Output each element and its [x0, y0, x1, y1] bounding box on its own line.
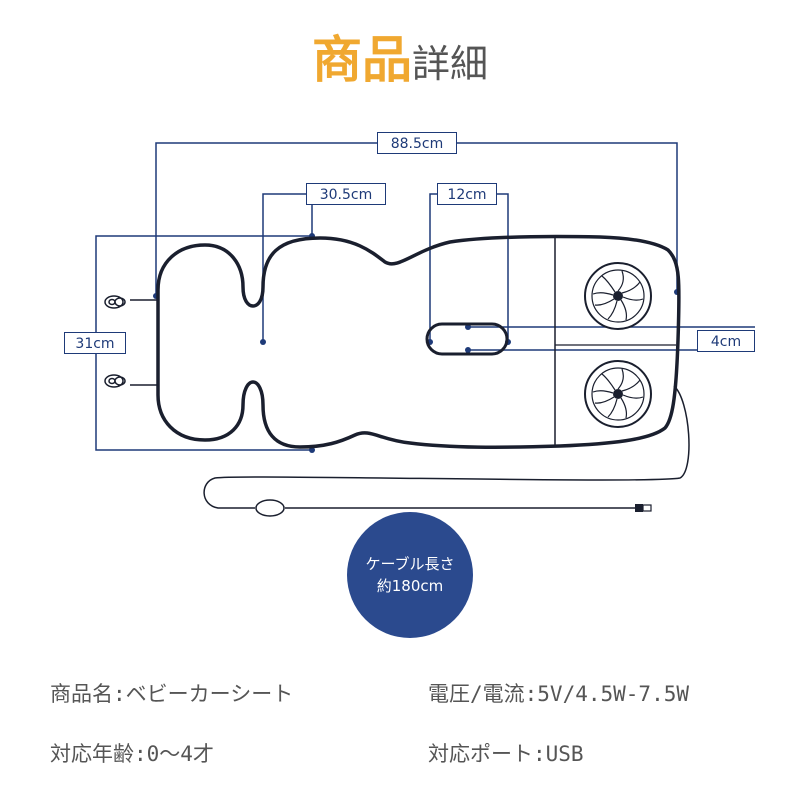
belt-slot [425, 322, 509, 356]
height-line [95, 235, 312, 451]
total-length-label: 88.5cm [377, 132, 457, 154]
dot [260, 339, 266, 345]
spec-port: 対応ポート:USB [428, 742, 584, 766]
hook-top-icon [104, 295, 126, 309]
fan-top-icon [584, 262, 652, 330]
page-title: 商品詳細 [0, 20, 800, 92]
spec-age: 対応年齢:0～4才 [50, 742, 214, 766]
head-width-line [262, 193, 313, 342]
hook-bottom-icon [104, 374, 126, 388]
title-rest: 詳細 [411, 42, 488, 86]
slot-width-line [429, 193, 509, 342]
dot [309, 447, 315, 453]
head-width-label: 30.5cm [306, 183, 386, 205]
dot [465, 347, 471, 353]
cable-length-value: 約180cm [376, 577, 444, 595]
dimension-lines [95, 142, 755, 451]
title-accent: 商品 [311, 31, 412, 89]
cable-length-badge: ケーブル長さ 約180cm [347, 512, 473, 638]
spec-voltage-current: 電圧/電流:5V/4.5W-7.5W [428, 682, 690, 706]
cable-length-title: ケーブル長さ [365, 555, 455, 573]
fan-bottom-icon [584, 360, 652, 428]
usb-plug-icon [635, 504, 652, 512]
height-label: 31cm [64, 332, 126, 354]
spec-product-name: 商品名:ベビーカーシート [50, 682, 294, 706]
slot-width-label: 12cm [437, 183, 497, 205]
cable-switch [255, 499, 285, 517]
seat-outline [156, 234, 681, 449]
usb-cable [203, 385, 690, 509]
strap-hooks [104, 295, 158, 388]
slot-height-label: 4cm [697, 330, 755, 352]
